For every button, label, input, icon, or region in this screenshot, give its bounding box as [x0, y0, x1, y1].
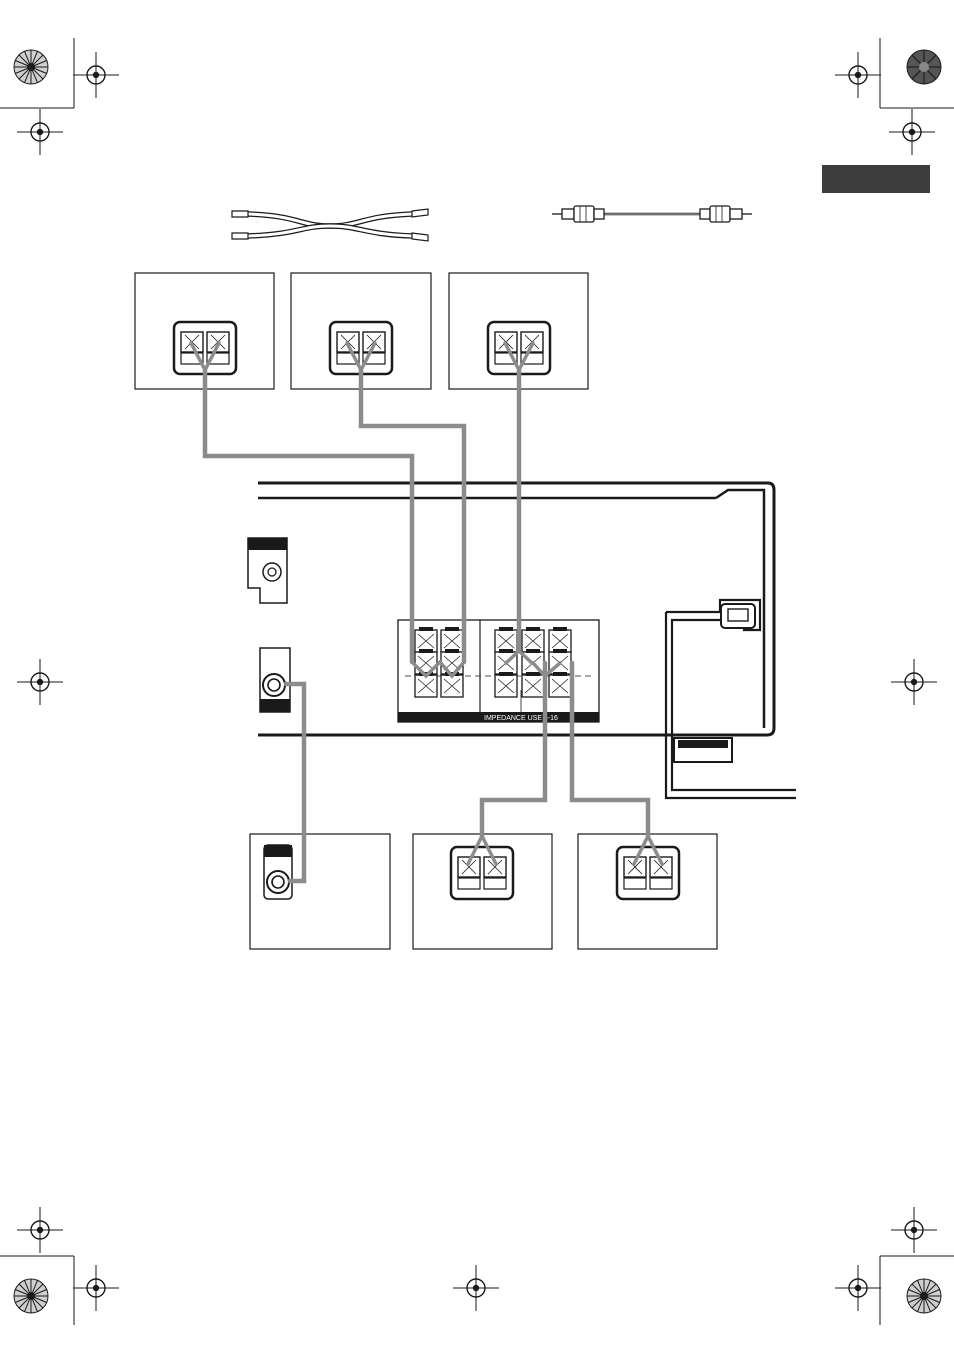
speaker-surround-left [413, 834, 552, 949]
crosshair-circle-icon [891, 659, 937, 705]
speaker-cord-icon [232, 209, 428, 241]
speaker-terminal-icon [617, 847, 679, 899]
crosshair-circle-icon [453, 1265, 499, 1311]
crosshair-circle-icon [889, 109, 935, 155]
sunburst-target-icon [14, 50, 48, 84]
crosshair-circle-icon [835, 1265, 881, 1311]
speaker-wires [191, 343, 662, 881]
crosshair-circle-icon [17, 109, 63, 155]
crosshair-circle-icon [891, 1207, 937, 1253]
crosshair-circle-icon [835, 52, 881, 98]
crosshair-circle-icon [73, 52, 119, 98]
section-tab [822, 165, 930, 193]
crosshair-circle-icon [73, 1265, 119, 1311]
video-jack-plate [248, 538, 287, 603]
subwoofer-out-jack-plate [260, 648, 290, 712]
speaker-terminal-icon [451, 847, 513, 899]
sunburst-target-icon [907, 50, 941, 84]
audio-cord-icon [552, 206, 752, 222]
sunburst-target-icon [907, 1279, 941, 1313]
sunburst-target-icon [14, 1279, 48, 1313]
crosshair-circle-icon [17, 659, 63, 705]
speaker-terminal-panel: IMPEDANCE USE 6-16 [398, 620, 599, 722]
crosshair-circle-icon [17, 1207, 63, 1253]
subwoofer-box [250, 834, 390, 949]
speaker-surround-right [578, 834, 717, 949]
